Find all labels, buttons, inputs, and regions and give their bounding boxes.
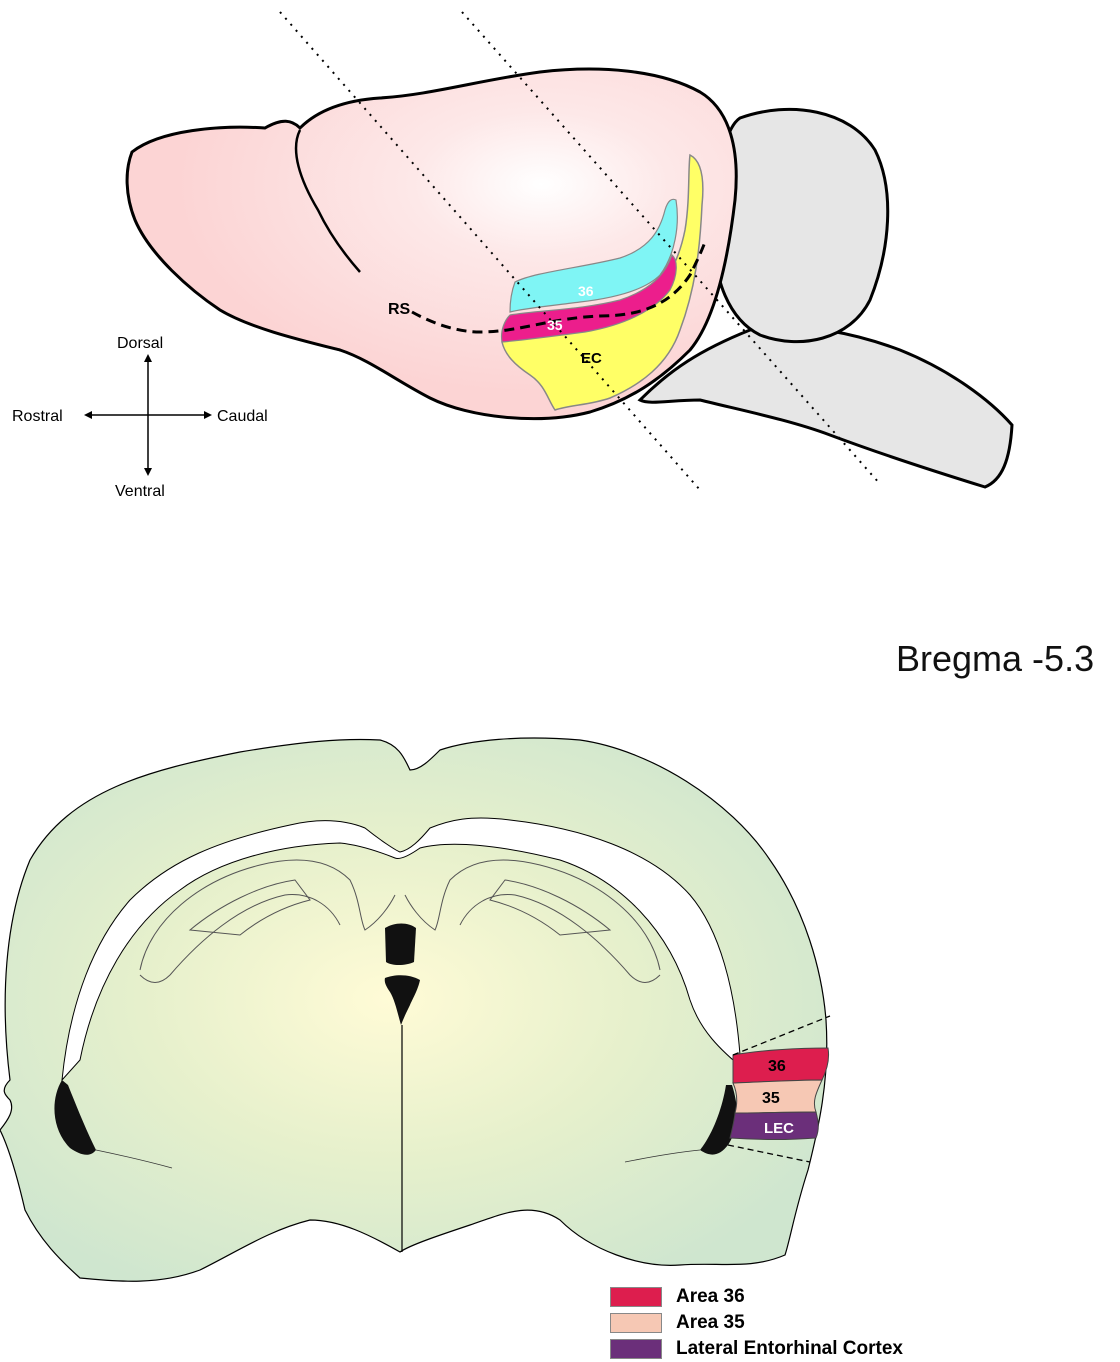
- cerebellum: [715, 109, 888, 341]
- lec-label-coronal: LEC: [764, 1120, 794, 1137]
- brainstem: [640, 327, 1012, 487]
- legend-item-area36: Area 36: [610, 1286, 745, 1308]
- rs-label: RS: [388, 301, 411, 318]
- area35-label-coronal: 35: [762, 1090, 780, 1107]
- legend-swatch-area36: [610, 1287, 662, 1307]
- legend-label-area35: Area 35: [676, 1312, 745, 1334]
- rostral-label: Rostral: [12, 408, 63, 425]
- legend-label-lec: Lateral Entorhinal Cortex: [676, 1338, 903, 1360]
- ec-label: EC: [581, 350, 602, 367]
- dorsal-label: Dorsal: [117, 335, 163, 352]
- legend-item-area35: Area 35: [610, 1312, 745, 1334]
- ventral-label: Ventral: [115, 483, 165, 500]
- orientation-compass: Dorsal Ventral Rostral Caudal: [12, 335, 268, 500]
- legend-item-lec: Lateral Entorhinal Cortex: [610, 1338, 903, 1360]
- legend-swatch-area35: [610, 1313, 662, 1333]
- bregma-label: Bregma -5.3: [896, 638, 1094, 680]
- third-ventricle-upper: [385, 924, 416, 966]
- legend-label-area36: Area 36: [676, 1286, 745, 1308]
- area36-label-sagittal: 36: [578, 283, 594, 299]
- area35-label-sagittal: 35: [547, 317, 563, 333]
- area36-label-coronal: 36: [768, 1058, 786, 1075]
- caudal-label: Caudal: [217, 408, 268, 425]
- sagittal-view: RS 36 35 EC Dorsal Ventral Rostral Cauda…: [12, 12, 1012, 500]
- coronal-view: 36 35 LEC: [0, 738, 830, 1281]
- legend-swatch-lec: [610, 1339, 662, 1359]
